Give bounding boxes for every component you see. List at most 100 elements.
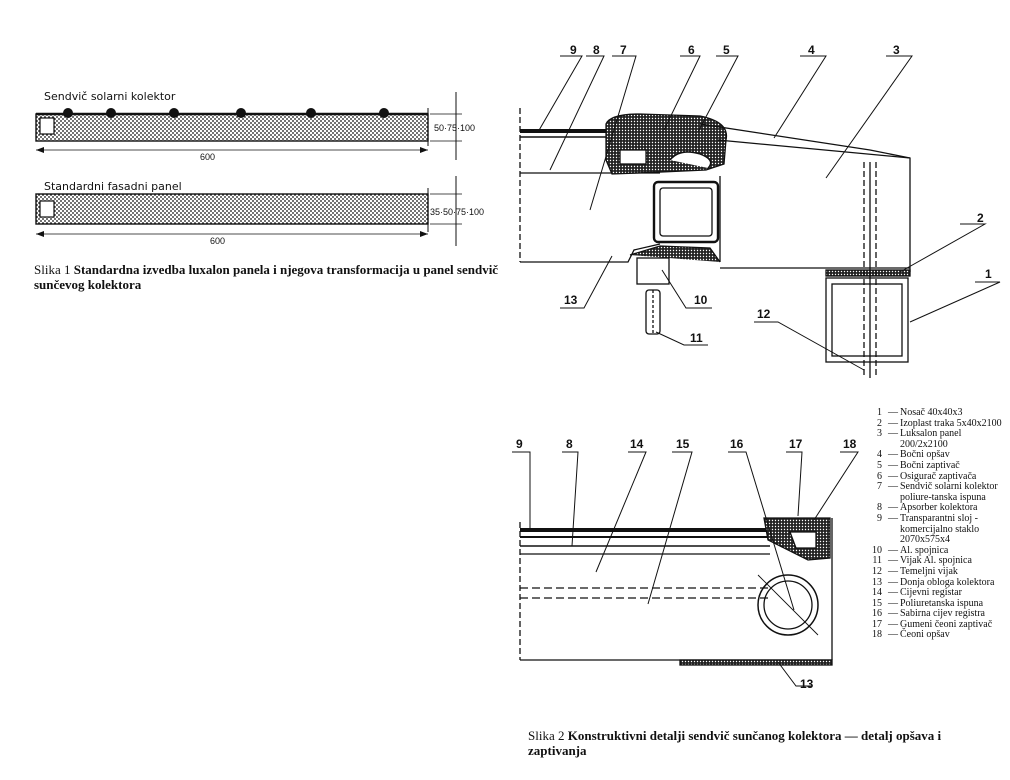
legend-item: 15—Poliuretanska ispuna xyxy=(860,597,1010,610)
callout-9-top: 9 xyxy=(570,43,577,57)
figure2-bottom-leaders xyxy=(512,451,859,687)
legend-text: Apsorber kolektora xyxy=(900,502,978,514)
legend-item: 1 —Nosač 40x40x3 xyxy=(860,407,1010,419)
legend-item: 3 —Luksalon panel 200/2x2100 xyxy=(860,428,1010,450)
legend-text: Bočni zaptivač xyxy=(900,459,960,471)
callout-15: 15 xyxy=(676,437,690,451)
legend-number: 1 xyxy=(877,407,882,418)
legend-dash: — xyxy=(888,597,898,609)
legend-dash: — xyxy=(888,618,898,630)
legend-item: 13—Donja obloga kolektora xyxy=(860,576,1010,589)
legend-number: 17 xyxy=(872,618,882,630)
callout-8-bottom: 8 xyxy=(566,437,573,451)
figure1-facade-panel: Standardni fasadni panel 35·50·75·100 60… xyxy=(35,176,484,246)
callout-16: 16 xyxy=(730,437,744,451)
callout-10: 10 xyxy=(694,293,708,307)
legend-item: 2 —Izoplast traka 5x40x2100 xyxy=(860,417,1010,430)
legend-number: 15 xyxy=(872,597,882,609)
figure1-caption-text: Standardna izvedba luxalon panela i njeg… xyxy=(34,262,499,292)
callout-14: 14 xyxy=(630,437,644,451)
panel-top-width: 600 xyxy=(200,152,215,162)
legend-text: Luksalon panel 200/2x2100 xyxy=(900,428,962,450)
legend-item: 7 —Sendvič solarni kolektor poliure-tansk… xyxy=(860,481,1010,503)
legend-dash: — xyxy=(888,555,898,567)
callout-5: 5 xyxy=(723,43,730,57)
legend-dash: — xyxy=(888,629,898,641)
legend-item: 11 —Vijak Al. spojnica xyxy=(860,556,1010,567)
legend-dash: — xyxy=(888,407,898,418)
legend-number: 9 xyxy=(877,512,882,524)
legend-item: 14 —Cijevni registar xyxy=(860,587,1010,599)
legend-item: 16—Sabirna cijev registra xyxy=(860,609,1010,620)
legend-text: Cijevni registar xyxy=(900,587,962,599)
legend-text: Sendvič solarni kolektor poliure-tanska … xyxy=(900,481,998,503)
legend-item: 12 —Temeljni vijak xyxy=(860,565,1010,578)
legend-dash: — xyxy=(888,565,898,577)
legend-text: Nosač 40x40x3 xyxy=(900,407,963,418)
callout-9-bottom: 9 xyxy=(516,437,523,451)
legend-item: 5—Bočni zaptivač xyxy=(860,459,1010,472)
legend-dash: — xyxy=(888,449,898,461)
figure2-top-leaders xyxy=(537,55,1001,371)
legend-number: 10 xyxy=(872,544,882,556)
legend-dash: — xyxy=(888,608,898,620)
callout-4: 4 xyxy=(808,43,815,57)
legend-number: 12 xyxy=(872,565,882,577)
legend-dash: — xyxy=(888,544,898,556)
legend-item: 10 —Al. spojnica xyxy=(860,544,1010,557)
legend-number: 11 xyxy=(872,555,882,567)
panel-bottom-dims: 35·50·75·100 xyxy=(430,207,484,217)
legend-dash: — xyxy=(888,587,898,599)
legend-dash: — xyxy=(888,417,898,429)
figure2-bottom-callouts: 9 8 14 15 16 17 18 13 xyxy=(516,437,857,691)
callout-2: 2 xyxy=(977,211,984,225)
figure2-caption-prefix: Slika 2 xyxy=(528,728,565,743)
figure1-sandwich-panel: Sendvič solarni kolektor 50·75·100 600 xyxy=(35,90,475,162)
legend-text: Vijak Al. spojnica xyxy=(900,555,972,567)
legend-text: Transparantni sloj - komercijalno staklo… xyxy=(900,512,980,546)
panel-top-dims: 50·75·100 xyxy=(434,123,475,133)
legend-number: 14 xyxy=(872,587,882,599)
legend-dash: — xyxy=(888,481,898,493)
legend-number: 7 xyxy=(877,481,882,493)
callout-3: 3 xyxy=(893,43,900,57)
legend-dash: — xyxy=(888,512,898,524)
callout-18: 18 xyxy=(843,437,857,451)
legend-text: Temeljni vijak xyxy=(900,565,958,577)
callout-13-top: 13 xyxy=(564,293,578,307)
callout-8-top: 8 xyxy=(593,43,600,57)
figure2-side-detail xyxy=(519,108,911,378)
legend-dash: — xyxy=(888,428,898,440)
legend-text: Bočni opšav xyxy=(900,449,950,461)
legend-item: 18—Čeoni opšav xyxy=(860,630,1010,641)
legend-text: Sabirna cijev registra xyxy=(900,608,985,620)
legend-dash: — xyxy=(888,502,898,514)
legend-item: 4—Bočni opšav xyxy=(860,450,1010,461)
figure2-top-callouts: 9 8 7 6 5 4 3 2 1 13 10 11 12 xyxy=(564,43,992,345)
legend-text: Al. spojnica xyxy=(900,544,949,556)
figure2-end-detail xyxy=(519,517,833,666)
legend-item: 17—Gumeni čeoni zaptivač xyxy=(860,618,1010,631)
legend-text: Osigurač zaptivača xyxy=(900,470,977,482)
panel-bottom-label: Standardni fasadni panel xyxy=(44,180,182,193)
callout-7: 7 xyxy=(620,43,627,57)
panel-top-label: Sendvič solarni kolektor xyxy=(44,90,176,103)
legend-item: 8—Apsorber kolektora xyxy=(860,503,1010,514)
legend-item: 9 —Transparantni sloj - komercijalno stak… xyxy=(860,512,1010,546)
panel-bottom-width: 600 xyxy=(210,236,225,246)
legend-item: 6—Osigurač zaptivača xyxy=(860,470,1010,483)
legend-text: Izoplast traka 5x40x2100 xyxy=(900,417,1002,429)
legend-text: Donja obloga kolektora xyxy=(900,576,995,588)
legend-number: 13 xyxy=(872,576,882,588)
callout-17: 17 xyxy=(789,437,803,451)
legend-number: 3 xyxy=(877,428,882,440)
figure1-caption: Slika 1 Standardna izvedba luxalon panel… xyxy=(34,262,504,292)
callout-6: 6 xyxy=(688,43,695,57)
legend-number: 2 xyxy=(877,417,882,429)
legend-number: 6 xyxy=(877,470,882,482)
callout-12: 12 xyxy=(757,307,771,321)
figure2-caption-text: Konstruktivni detalji sendvič sunčanog k… xyxy=(528,728,942,758)
figure1-caption-prefix: Slika 1 xyxy=(34,262,71,277)
legend-number: 18 xyxy=(872,629,882,641)
